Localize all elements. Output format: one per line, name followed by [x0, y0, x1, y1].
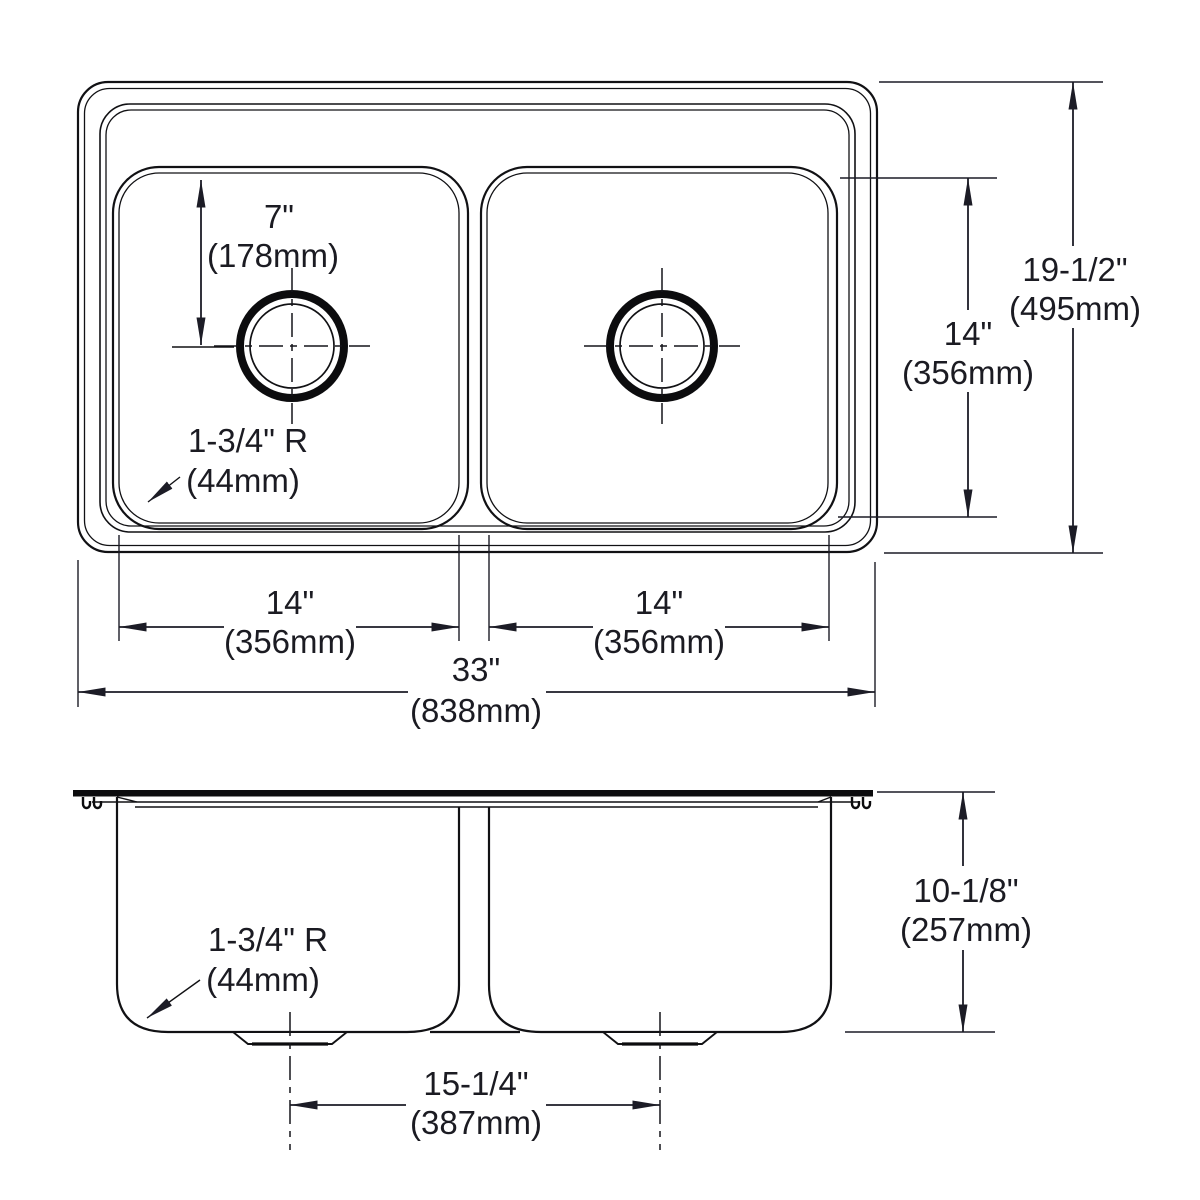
left-bowl-inner-line: [118, 172, 460, 524]
dim-overall-width: 33" (838mm): [78, 651, 875, 730]
dim-label: 14": [635, 584, 683, 621]
sink-outer-edge: [76, 80, 879, 554]
dim-metric: (257mm): [900, 911, 1032, 948]
right-drain: [584, 268, 740, 424]
right-bowl-outline: [479, 165, 839, 531]
dim-metric: (356mm): [224, 623, 356, 660]
left-mounting-clip: [81, 797, 103, 810]
callout-label: 1-3/4" R: [208, 921, 328, 958]
front-view: 1-3/4" R (44mm) 10-1/8" (257mm) 15-1/4" …: [73, 790, 1036, 1150]
callout-metric: (44mm): [186, 462, 300, 499]
left-drain: [172, 268, 370, 424]
right-bowl-inner-line: [486, 172, 829, 524]
dim-right-bowl-width: 14" (356mm): [489, 584, 829, 662]
sink-rim-edge-inner-line: [105, 109, 850, 527]
dim-label: 7": [264, 198, 294, 235]
dim-label: 15-1/4": [423, 1065, 528, 1102]
dim-label: 19-1/2": [1022, 251, 1127, 288]
dim-metric: (178mm): [207, 237, 339, 274]
dim-metric: (495mm): [1009, 290, 1141, 327]
dim-bowl-depth: 10-1/8" (257mm): [845, 791, 1036, 1033]
dim-left-bowl-width: 14" (356mm): [119, 584, 459, 662]
rim-top-band: [73, 790, 873, 797]
right-drain-boss: [600, 1031, 720, 1046]
dim-drain-center-spacing: 15-1/4" (387mm): [290, 1065, 660, 1141]
left-bowl-outline: [111, 165, 470, 531]
dim-bowl-front-to-back: 14" (356mm): [901, 178, 1035, 517]
dim-metric: (356mm): [902, 354, 1034, 391]
left-drain-boss: [230, 1031, 350, 1046]
dim-label: 14": [944, 315, 992, 352]
dim-metric: (838mm): [410, 692, 542, 729]
callout-metric: (44mm): [206, 961, 320, 998]
leader-arrow: [146, 979, 201, 1019]
dim-metric: (387mm): [410, 1104, 542, 1141]
sink-rim-edge: [99, 103, 856, 533]
right-bowl-profile: [487, 797, 833, 1034]
dim-label: 33": [452, 651, 500, 688]
right-mounting-clip: [850, 797, 872, 810]
callout-corner-radius-front: 1-3/4" R (44mm): [146, 921, 328, 1019]
callout-corner-radius-top: 1-3/4" R (44mm): [147, 422, 308, 503]
leader-arrow: [147, 476, 181, 503]
callout-label: 1-3/4" R: [188, 422, 308, 459]
dim-label: 14": [266, 584, 314, 621]
dim-metric: (356mm): [593, 623, 725, 660]
dim-drain-offset: 7" (178mm): [196, 180, 339, 345]
dim-label: 10-1/8": [913, 872, 1018, 909]
sink-outer-edge-inner-line: [83, 87, 872, 547]
top-view: 7" (178mm) 1-3/4" R (44mm) 14" (356mm) 1…: [76, 80, 1144, 730]
dim-overall-front-to-back: 19-1/2" (495mm): [1006, 82, 1144, 553]
